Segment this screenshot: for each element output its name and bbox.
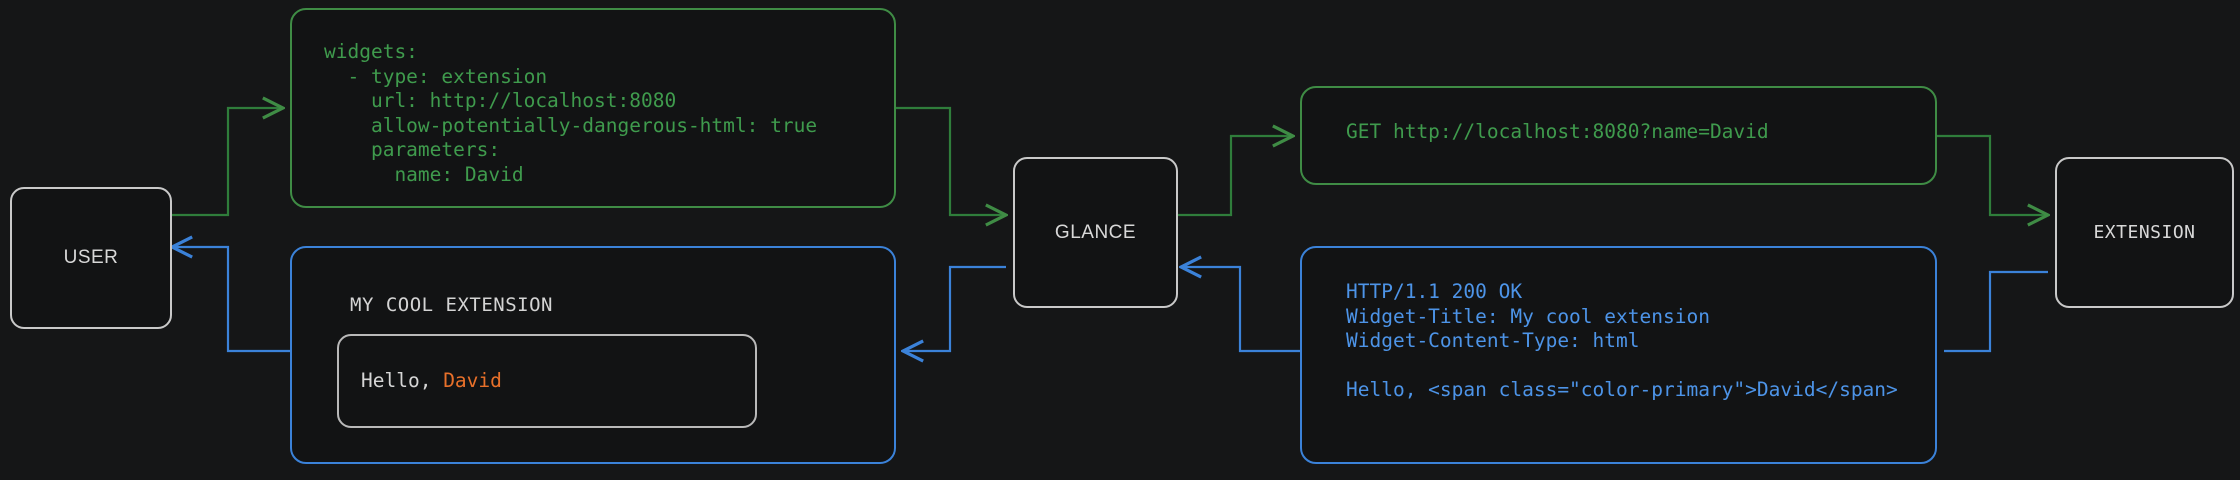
node-user[interactable]: USER — [10, 187, 172, 329]
widget-content-card: Hello, David — [337, 334, 757, 428]
edge-request-to-extension — [1937, 134, 2048, 215]
node-extension-label: EXTENSION — [2093, 222, 2196, 243]
widget-greeting-prefix: Hello, — [361, 369, 444, 392]
widget-greeting-name: David — [443, 369, 502, 392]
node-user-label: USER — [63, 247, 119, 268]
edge-widget-to-user — [172, 247, 290, 353]
node-extension[interactable]: EXTENSION — [2055, 157, 2234, 308]
node-glance[interactable]: GLANCE — [1013, 157, 1178, 308]
rendered-widget-panel: MY COOL EXTENSION Hello, David — [290, 246, 896, 464]
edge-config-to-glance — [896, 106, 1006, 215]
http-response-code: HTTP/1.1 200 OK Widget-Title: My cool ex… — [1346, 280, 1898, 402]
node-glance-label: GLANCE — [1054, 221, 1137, 243]
edge-response-to-glance — [1181, 267, 1300, 353]
edge-extension-to-response — [1944, 270, 2048, 353]
edge-glance-to-request — [1174, 136, 1293, 217]
http-response-panel: HTTP/1.1 200 OK Widget-Title: My cool ex… — [1300, 246, 1937, 464]
edge-glance-to-widget — [903, 265, 1006, 351]
http-request-panel: GET http://localhost:8080?name=David — [1300, 86, 1937, 185]
widget-greeting: Hello, David — [361, 369, 502, 392]
edge-user-to-config — [168, 108, 283, 217]
widget-title: MY COOL EXTENSION — [350, 294, 553, 316]
config-yaml-code: widgets: - type: extension url: http://l… — [324, 40, 818, 186]
config-yaml-panel: widgets: - type: extension url: http://l… — [290, 8, 896, 208]
http-request-code: GET http://localhost:8080?name=David — [1346, 120, 1769, 143]
